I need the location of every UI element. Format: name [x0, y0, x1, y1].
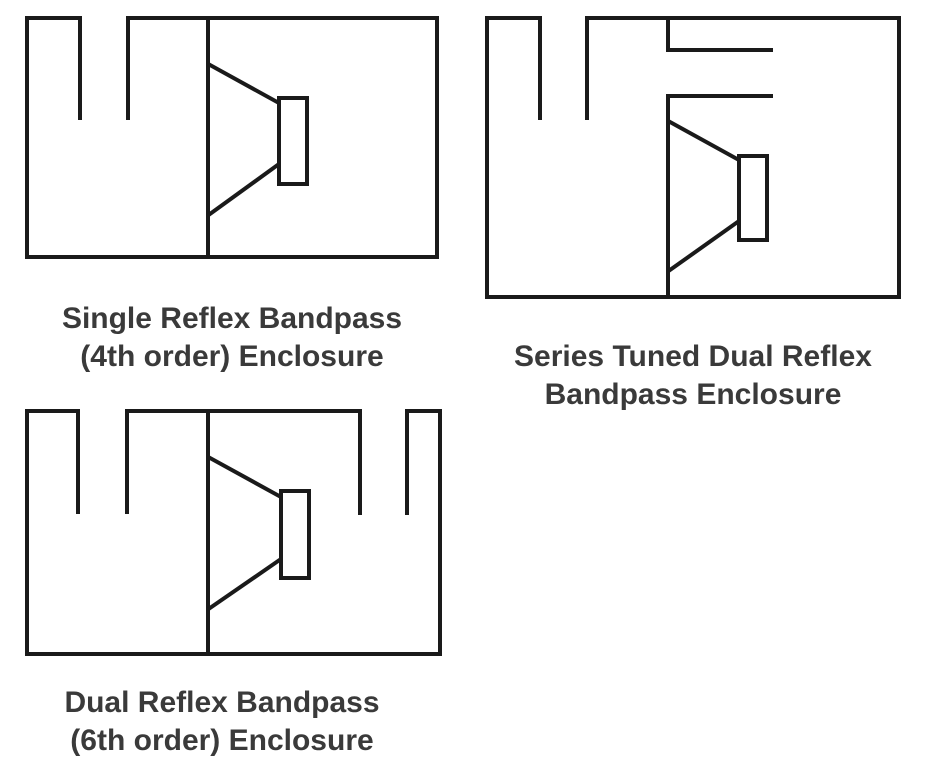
- caption-series-tuned: Series Tuned Dual Reflex Bandpass Enclos…: [478, 338, 908, 414]
- series-tuned-dual-reflex-diagram: [485, 16, 901, 299]
- caption-line-1: Single Reflex Bandpass: [61, 302, 403, 335]
- caption-line-1: Dual Reflex Bandpass: [64, 686, 380, 719]
- caption-line-2: Bandpass Enclosure: [544, 378, 842, 411]
- speaker-magnet-icon: [737, 154, 769, 242]
- speaker-magnet-icon: [277, 96, 309, 186]
- speaker-magnet-icon: [279, 489, 311, 580]
- caption-single-reflex: Single Reflex Bandpass (4th order) Enclo…: [27, 300, 437, 376]
- dual-reflex-bandpass-diagram: [25, 409, 442, 656]
- enclosure-outline: [485, 16, 901, 299]
- speaker-cone-icon: [207, 62, 281, 217]
- speaker-cone-icon: [207, 455, 283, 611]
- caption-dual-reflex: Dual Reflex Bandpass (6th order) Enclosu…: [17, 684, 427, 760]
- enclosure-outline: [25, 16, 439, 259]
- single-reflex-bandpass-diagram: [25, 16, 439, 259]
- caption-line-2: (6th order) Enclosure: [70, 724, 374, 757]
- enclosure-outline-left: [25, 409, 442, 656]
- caption-line-2: (4th order) Enclosure: [80, 340, 384, 373]
- caption-line-1: Series Tuned Dual Reflex: [514, 340, 872, 373]
- speaker-cone-icon: [667, 119, 741, 273]
